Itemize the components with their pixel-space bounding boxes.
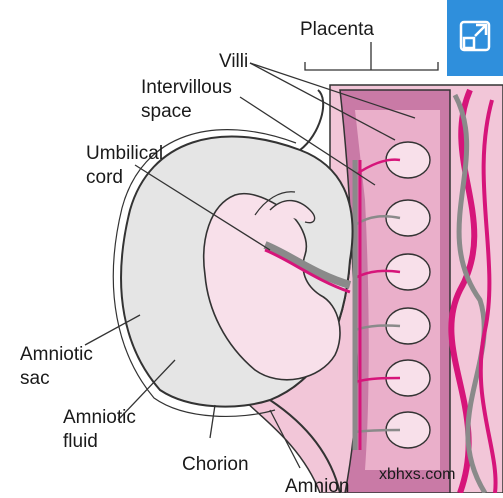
villus <box>385 199 431 237</box>
chorion-line <box>112 129 297 418</box>
expand-button[interactable] <box>447 0 503 76</box>
label-umbilical-cord-line2: cord <box>86 167 123 188</box>
umbilical-cord <box>263 241 352 289</box>
label-amnion: Amnion <box>285 476 350 497</box>
label-amniotic-sac-line1: Amniotic <box>20 344 93 365</box>
umbilical-artery <box>264 248 351 294</box>
label-intervillous-space-line2: space <box>141 101 192 122</box>
label-chorion: Chorion <box>182 454 249 475</box>
label-villi: Villi <box>219 51 249 72</box>
villus-vessels <box>352 158 401 450</box>
maternal-artery-2 <box>478 99 498 493</box>
label-amniotic-fluid-line2: fluid <box>63 431 98 452</box>
fetus-body <box>203 192 341 381</box>
label-amniotic-fluid-line1: Amniotic <box>63 407 136 428</box>
leader-lines <box>84 42 439 469</box>
label-amniotic-sac-line2: sac <box>20 368 50 389</box>
watermark: xbhxs.com <box>379 466 456 483</box>
maternal-vein <box>452 93 488 493</box>
label-placenta: Placenta <box>300 19 374 40</box>
label-intervillous-space-line1: Intervillous <box>141 77 232 98</box>
fetus-arm <box>269 199 316 224</box>
fetus-limb <box>254 191 296 216</box>
expand-icon <box>459 20 491 52</box>
label-umbilical-cord-line1: Umbilical <box>86 143 164 164</box>
